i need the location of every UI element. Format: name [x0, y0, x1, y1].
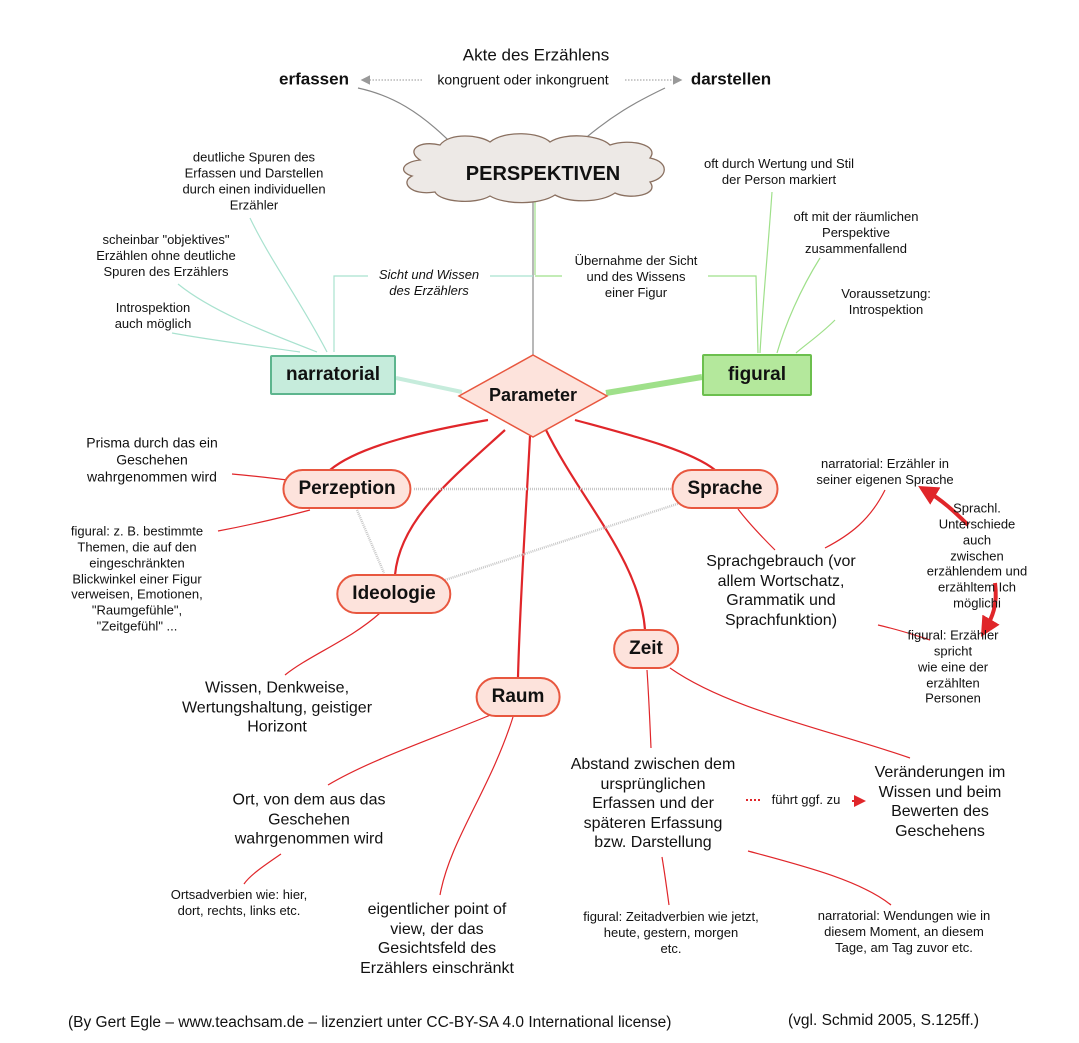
raum-node[interactable]: Raum [475, 677, 561, 717]
link-fig-note-3 [795, 319, 836, 354]
link-fig-note-1 [759, 191, 773, 354]
link-fig-note-2 [776, 257, 821, 354]
link-zeit-figural [661, 856, 670, 906]
link-param-zeit [544, 427, 647, 631]
figural-node-label: figural [727, 364, 787, 385]
perzeption-node[interactable]: Perzeption [282, 469, 412, 509]
link-raum-sub [243, 853, 282, 885]
relation-ideologie-sprache [444, 501, 681, 582]
raum-note-ort: Ort, von dem aus das Geschehen wahrgenom… [232, 791, 386, 848]
zeit-node[interactable]: Zeit [613, 629, 679, 669]
figural-node[interactable]: figural [702, 354, 812, 396]
link-sprache-narr [824, 489, 886, 549]
link-ideo-note [284, 612, 381, 676]
header-title: Akte des Erzählens [462, 45, 610, 65]
sprache-note-figural: figural: Erzähler spricht wie eine der e… [907, 627, 999, 706]
footer-source: (vgl. Schmid 2005, S.125ff.) [788, 1012, 979, 1029]
link-param-ideologie [393, 429, 506, 576]
link-narratorial-parameter [395, 376, 463, 394]
narratorial-note-objektiv: scheinbar "objektives" Erzählen ohne deu… [96, 232, 236, 279]
raum-note-ortsadverbien: Ortsadverbien wie: hier, dort, rechts, l… [170, 887, 308, 918]
footer-credit: (By Gert Egle – www.teachsam.de – lizenz… [68, 1014, 672, 1031]
zeit-note-veraenderungen: Veränderungen im Wissen und beim Bewerte… [874, 763, 1006, 840]
narratorial-note-introspektion: Introspektion auch möglich [114, 300, 192, 331]
zeit-note-figural: figural: Zeitadverbien wie jetzt, heute,… [583, 909, 759, 956]
link-figural-parameter [605, 374, 703, 396]
link-zeit-narratorial [747, 850, 892, 906]
link-perz-note-2 [217, 509, 311, 532]
link-raum-main [327, 713, 494, 786]
link-sprache-fig [877, 624, 931, 641]
link-sprache-main [737, 508, 776, 551]
figural-note-voraussetzung: Voraussetzung: Introspektion [841, 286, 931, 317]
arrow-difference-to-narratorial [918, 485, 970, 527]
sprache-note-main: Sprachgebrauch (vor allem Wortschatz, Gr… [706, 552, 856, 629]
link-cloud-erfassen [357, 87, 459, 151]
zeit-note-abstand: Abstand zwischen dem ursprünglichen Erfa… [570, 756, 736, 852]
perzeption-note-figural: figural: z. B. bestimmte Themen, die auf… [70, 523, 204, 634]
perzeption-note-prisma: Prisma durch das ein Geschehen wahrgenom… [86, 434, 218, 485]
link-param-sprache [574, 418, 716, 471]
ideologie-node-label: Ideologie [352, 583, 436, 604]
narratorial-node[interactable]: narratorial [270, 355, 396, 395]
zeit-node-label: Zeit [629, 638, 663, 659]
link-param-raum [516, 435, 532, 678]
figural-connector-label: Übernahme der Sicht und des Wissens eine… [574, 253, 698, 300]
parameter-label[interactable]: Parameter [488, 385, 578, 406]
link-narr-note-3 [171, 332, 301, 353]
zeit-leads-to-label: führt ggf. zu [771, 792, 841, 808]
ideologie-node[interactable]: Ideologie [336, 574, 452, 614]
link-figural-connector [535, 275, 759, 354]
figural-note-wertung: oft durch Wertung und Stil der Person ma… [703, 156, 855, 187]
sprache-note-difference: Sprachl. Unterschiede auch zwischen erzä… [926, 500, 1028, 611]
link-perz-note-1 [231, 473, 289, 481]
link-raum-pov [439, 716, 514, 896]
sprache-node[interactable]: Sprache [671, 469, 779, 509]
link-narratorial-connector [333, 275, 533, 352]
link-narr-note-1 [249, 217, 328, 353]
link-param-perzeption [329, 418, 489, 471]
zeit-note-narratorial: narratorial: Wendungen wie in diesem Mom… [817, 908, 991, 955]
link-zeit-result [669, 667, 911, 759]
cloud-shape [402, 133, 665, 204]
sprache-note-narratorial: narratorial: Erzähler in seiner eigenen … [816, 456, 954, 487]
narratorial-node-label: narratorial [286, 364, 380, 385]
relation-label: kongruent oder inkongruent [437, 71, 609, 88]
link-narr-note-2 [177, 283, 318, 353]
raum-node-label: Raum [491, 686, 545, 707]
relation-perzeption-ideologie [355, 509, 386, 574]
arrow-difference-to-figural [980, 582, 1000, 637]
link-zeit-main [646, 669, 652, 749]
parameter-diamond [457, 354, 609, 438]
perzeption-node-label: Perzeption [298, 478, 396, 499]
perspektiven-title[interactable]: PERSPEKTIVEN [465, 162, 621, 185]
narratorial-connector-label: Sicht und Wissen des Erzählers [378, 267, 480, 298]
darstellen-label: darstellen [690, 69, 772, 89]
narratorial-note-spuren: deutliche Spuren des Erfassen und Darste… [182, 149, 326, 212]
figural-note-raeumlich: oft mit der räumlichen Perspektive zusam… [793, 209, 919, 256]
raum-note-pov: eigentlicher point of view, der das Gesi… [360, 900, 514, 977]
ideologie-note: Wissen, Denkweise, Wertungshaltung, geis… [181, 679, 373, 736]
sprache-node-label: Sprache [687, 478, 763, 499]
erfassen-label: erfassen [279, 69, 349, 89]
